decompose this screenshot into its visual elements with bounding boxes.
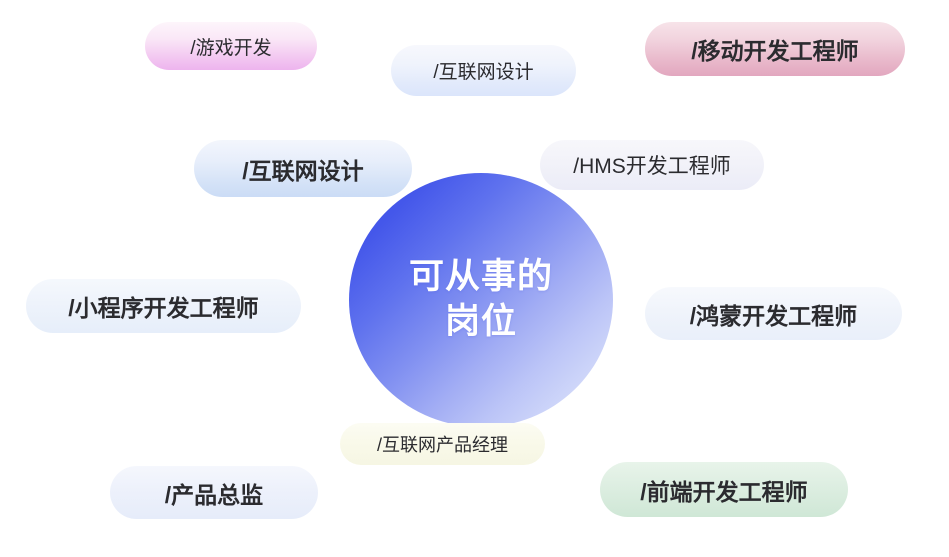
pill-chanpin-zongjian[interactable]: /产品总监 <box>110 466 318 519</box>
pill-label: /前端开发工程师 <box>640 478 808 505</box>
pill-xiaochengxu-kaifa-gongchengshi[interactable]: /小程序开发工程师 <box>26 279 301 333</box>
pill-label: /互联网设计 <box>242 157 364 184</box>
pill-label: /互联网设计 <box>433 62 534 83</box>
pill-qianduan-kaifa-gongchengshi[interactable]: /前端开发工程师 <box>600 462 848 517</box>
pill-label: /产品总监 <box>164 481 264 508</box>
pill-label: /移动开发工程师 <box>691 38 859 64</box>
pill-hulianwang-sheji-top[interactable]: /互联网设计 <box>391 45 576 96</box>
pill-hongmeng-kaifa-gongchengshi[interactable]: /鸿蒙开发工程师 <box>645 287 902 340</box>
pill-label: /小程序开发工程师 <box>68 295 259 321</box>
pill-label: /鸿蒙开发工程师 <box>689 302 858 329</box>
pill-label: /游戏开发 <box>190 37 272 59</box>
pill-label: /互联网产品经理 <box>376 435 508 455</box>
pill-hulianwang-chanpin-jingli[interactable]: /互联网产品经理 <box>340 423 545 465</box>
pill-youxi-kaifa[interactable]: /游戏开发 <box>145 22 317 70</box>
central-hub-circle: 可从事的 岗位 <box>349 173 613 427</box>
central-hub-label: 可从事的 岗位 <box>408 257 553 341</box>
pill-hms-kaifa-gongchengshi[interactable]: /HMS开发工程师 <box>540 140 764 190</box>
pill-label: /HMS开发工程师 <box>573 155 731 178</box>
pill-yidong-kaifa-gongchengshi[interactable]: /移动开发工程师 <box>645 22 905 76</box>
pill-hulianwang-sheji-mid[interactable]: /互联网设计 <box>194 140 412 197</box>
